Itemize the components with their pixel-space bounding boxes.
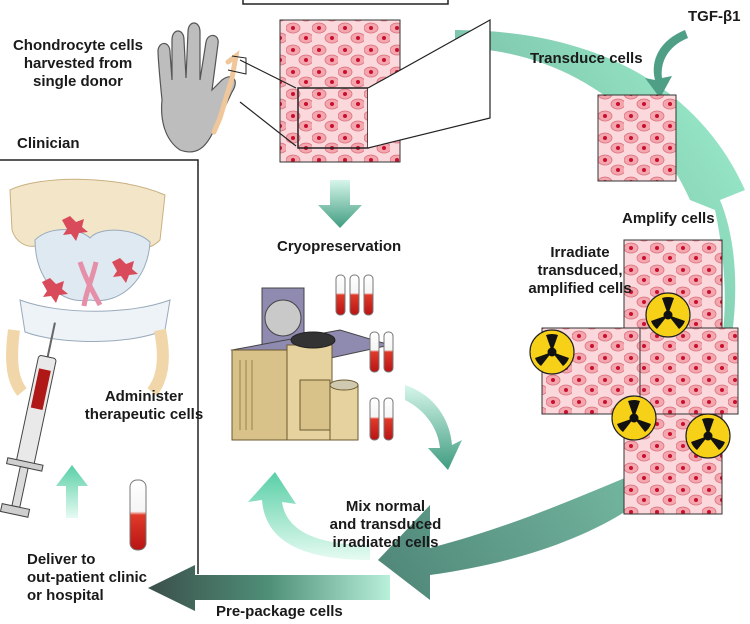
test-tube-icon [129,274,394,551]
administer-label: Administer therapeutic cells [84,388,204,423]
mix-label: Mix normal and transduced irradiated cel… [329,498,442,551]
clinician-label: Clinician [17,135,80,152]
top-bracket [242,0,449,5]
cryo-to-mix-arrow [405,385,462,470]
knee-joint-icon [6,178,171,396]
deliver-label: Deliver to out-patient clinic or hospita… [27,551,147,604]
radiation-icon [611,395,657,441]
tgf-label: TGF-β1 [688,8,741,25]
up-arrow [56,465,88,518]
amplify-label: Amplify cells [622,210,715,227]
transduce-label: Transduce cells [530,50,643,67]
return-arrow [248,472,370,560]
prepackage-arrow [148,565,390,611]
main-process-arrow [378,30,745,600]
irradiate-label: Irradiate transduced, amplified cells [528,244,632,297]
hand-icon [157,22,247,153]
clinician-frame [0,159,199,574]
radiation-icon [685,413,731,459]
hand-zoom-lines [239,59,297,147]
down-arrow [318,180,362,228]
transduced-culture [597,94,677,182]
cryo-label: Cryopreservation [277,238,402,255]
radiation-icon [529,329,575,375]
prepackage-label: Pre-package cells [216,603,343,620]
radiation-icon [645,292,691,338]
tgf-arrow [645,30,688,98]
chondrocyte-label: Chondrocyte cells harvested from single … [12,37,144,90]
syringe-icon [0,322,57,518]
cryo-tank-icon [230,287,392,441]
zoom-projection [367,18,491,149]
